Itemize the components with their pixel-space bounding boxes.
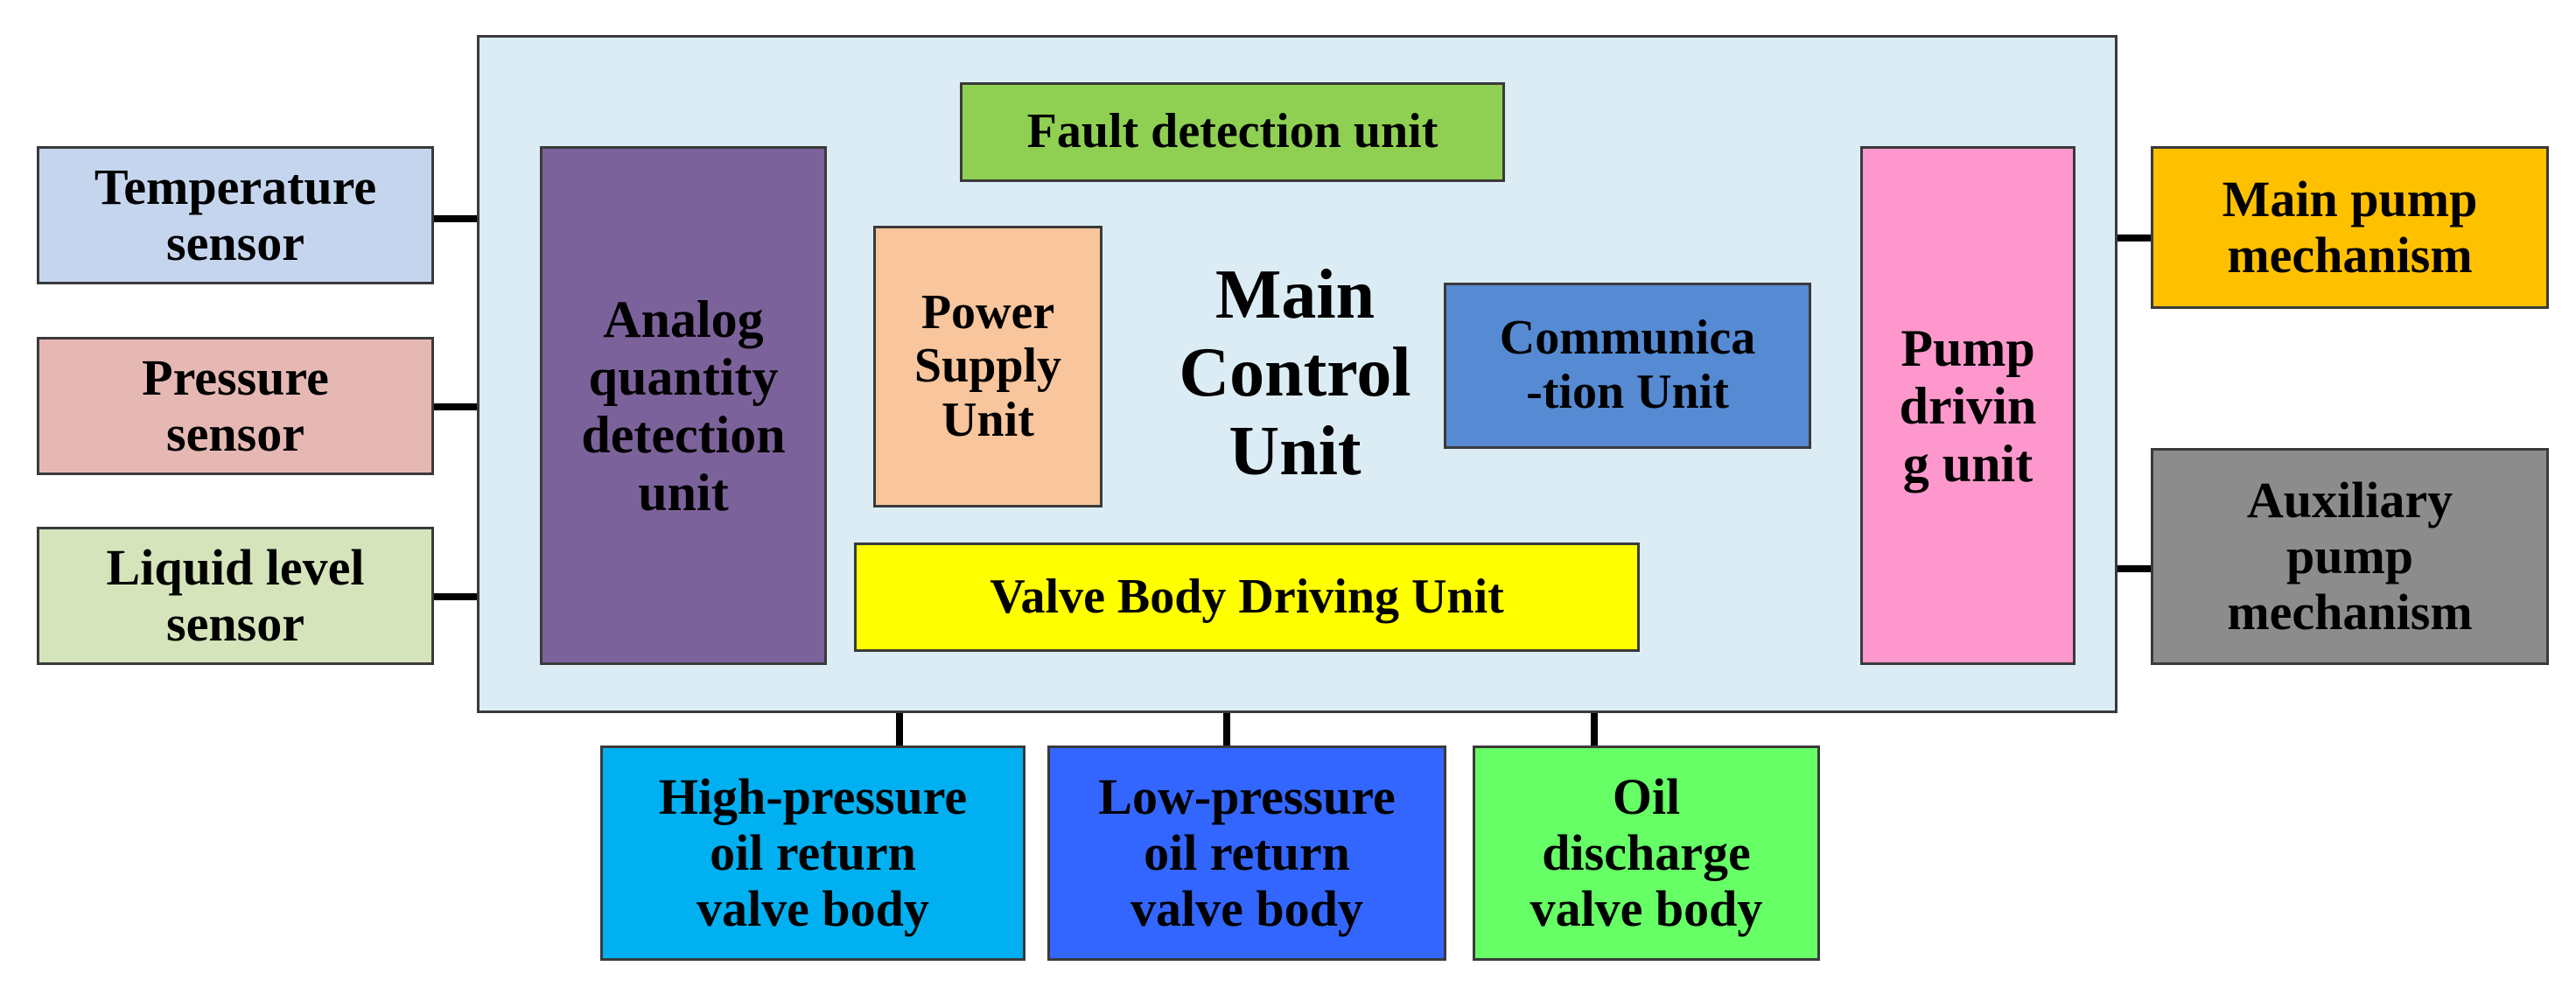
- fault-detection-unit-label: Fault detection unit: [1026, 104, 1438, 159]
- communication-unit-label: Communica -tion Unit: [1499, 311, 1756, 419]
- pump-driving-unit-label: Pump drivin g unit: [1899, 318, 2037, 493]
- valve-body-driving-unit-label: Valve Body Driving Unit: [990, 569, 1504, 624]
- auxiliary-pump-mechanism-box: Auxiliary pump mechanism: [2151, 448, 2549, 665]
- high-pressure-valve-box: High-pressure oil return valve body: [600, 746, 1026, 961]
- pressure-sensor-label: Pressure sensor: [142, 349, 329, 462]
- temperature-sensor-label: Temperature sensor: [94, 158, 377, 271]
- pump-driving-unit-box: Pump drivin g unit: [1860, 146, 2076, 665]
- analog-detection-unit-label: Analog quantity detection unit: [581, 290, 786, 522]
- oil-discharge-valve-box: Oil discharge valve body: [1473, 746, 1820, 961]
- valve-body-driving-unit-box: Valve Body Driving Unit: [854, 542, 1640, 652]
- power-supply-unit-box: Power Supply Unit: [873, 226, 1102, 508]
- high-pressure-valve-label: High-pressure oil return valve body: [658, 768, 968, 937]
- main-pump-mechanism-box: Main pump mechanism: [2151, 146, 2549, 309]
- auxiliary-pump-mechanism-label: Auxiliary pump mechanism: [2227, 472, 2473, 640]
- power-supply-unit-label: Power Supply Unit: [914, 284, 1062, 447]
- oil-discharge-valve-label: Oil discharge valve body: [1530, 768, 1763, 937]
- communication-unit-box: Communica -tion Unit: [1444, 283, 1811, 449]
- low-pressure-valve-box: Low-pressure oil return valve body: [1047, 746, 1446, 961]
- liquid-level-sensor-label: Liquid level sensor: [106, 539, 365, 652]
- analog-detection-unit-box: Analog quantity detection unit: [540, 146, 827, 665]
- main-pump-mechanism-label: Main pump mechanism: [2222, 171, 2478, 284]
- main-control-unit-title: Main Control Unit: [1129, 229, 1461, 518]
- fault-detection-unit-box: Fault detection unit: [960, 82, 1505, 182]
- liquid-level-sensor-box: Liquid level sensor: [37, 527, 434, 665]
- low-pressure-valve-label: Low-pressure oil return valve body: [1098, 768, 1396, 937]
- pressure-sensor-box: Pressure sensor: [37, 337, 434, 475]
- main-control-unit-label: Main Control Unit: [1179, 256, 1411, 490]
- temperature-sensor-box: Temperature sensor: [37, 146, 434, 284]
